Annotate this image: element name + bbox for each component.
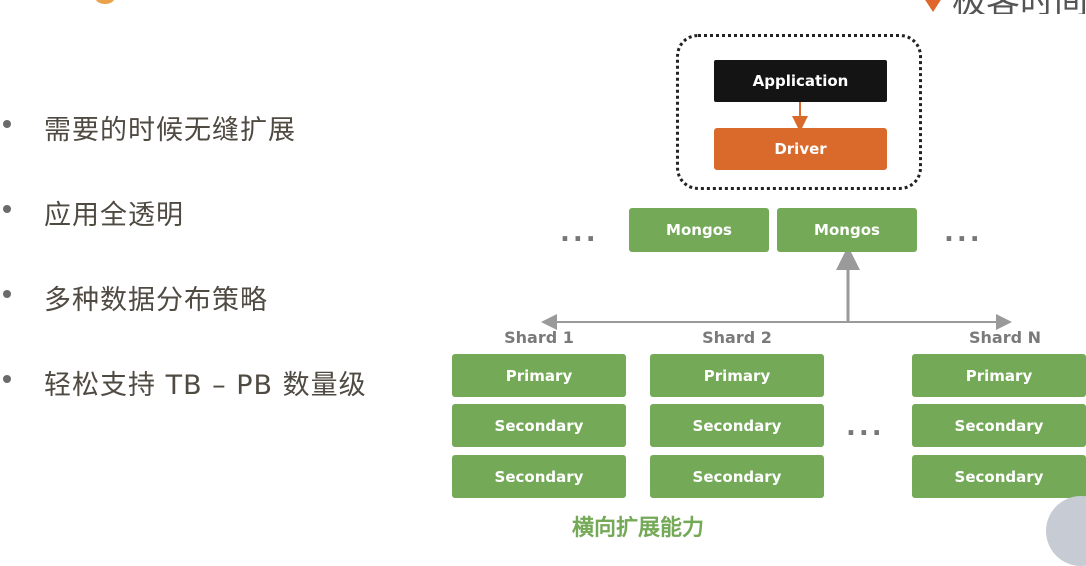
feature-item: 应用全透明 [0, 189, 400, 231]
feature-text: 需要的时候无缝扩展 [44, 115, 296, 146]
ellipsis: ... [846, 412, 885, 442]
secondary-node: Secondary [452, 455, 626, 498]
application-box: Application [714, 60, 887, 102]
primary-node: Primary [912, 354, 1086, 397]
bullet-dot [3, 375, 11, 383]
secondary-node: Secondary [650, 455, 824, 498]
mongos-box: Mongos [777, 208, 917, 252]
connection-arrows [541, 102, 1012, 330]
primary-node: Primary [452, 354, 626, 397]
client-group [676, 34, 922, 190]
ellipsis: ... [944, 218, 983, 248]
diagram-caption: 横向扩展能力 [571, 516, 704, 541]
bullet-dot [3, 290, 11, 298]
brand-logo: 极客时间 [916, 0, 1086, 14]
mongos-box: Mongos [629, 208, 769, 252]
shard-label: Shard 1 [504, 328, 574, 347]
driver-box: Driver [714, 128, 887, 170]
decorative-mark [95, 0, 115, 4]
bullet-dot [3, 205, 11, 213]
ellipsis: ... [560, 218, 599, 248]
feature-text: 轻松支持 TB – PB 数量级 [44, 370, 367, 401]
secondary-node: Secondary [452, 404, 626, 447]
secondary-node: Secondary [912, 455, 1086, 498]
feature-text: 应用全透明 [44, 200, 184, 231]
secondary-node: Secondary [650, 404, 824, 447]
feature-item: 轻松支持 TB – PB 数量级 [0, 359, 400, 401]
shard-label: Shard 2 [702, 328, 772, 347]
primary-node: Primary [650, 354, 824, 397]
bullet-dot [3, 120, 11, 128]
feature-item: 需要的时候无缝扩展 [0, 104, 400, 146]
fox-logo-icon [925, 0, 941, 12]
secondary-node: Secondary [912, 404, 1086, 447]
feature-item: 多种数据分布策略 [0, 274, 400, 316]
shard-label: Shard N [968, 328, 1041, 347]
brand-text: 极客时间 [952, 0, 1086, 14]
feature-text: 多种数据分布策略 [44, 285, 268, 316]
